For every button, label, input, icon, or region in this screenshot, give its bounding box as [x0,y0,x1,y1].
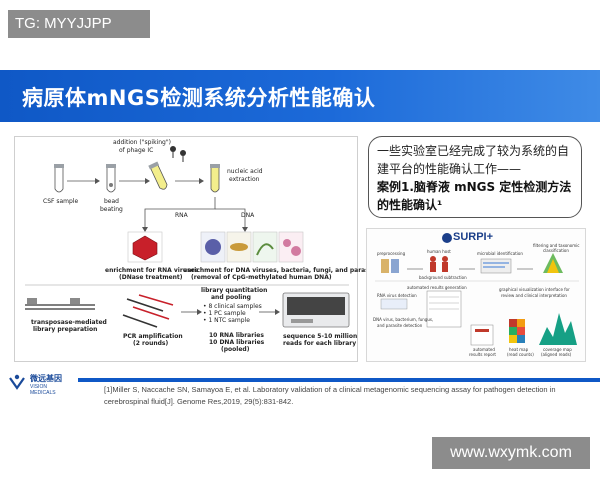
surpi-rna-virus: RNA virus detection [377,293,417,298]
label-bead: bead [104,198,119,205]
bead-tube-icon [106,164,116,193]
surpi-dna-virus: DNA virus, bacterium, fungus, [373,317,434,322]
surpi-coverage-map: coverage map [543,347,572,352]
label-samples-2: • 1 PC sample [203,310,246,317]
rna-detection-icon [380,298,408,310]
callout-line-2: 建平台的性能确认工作—— [377,162,522,176]
label-seq-2: reads for each library [283,340,357,347]
watermark-top: TG: MYYJJPP [8,10,150,38]
dna-branch [215,208,246,227]
surpi-automated-results: automated results generation [407,285,467,290]
surpi-logo-icon [442,233,452,243]
label-samples-3: • 1 NTC sample [203,317,250,324]
label-csf-sample: CSF sample [43,198,79,205]
dna-pathogen-panels [200,231,304,263]
label-libs-3: (pooled) [221,346,250,353]
surpi-classification: classification [543,248,569,253]
label-addition: addition ("spiking") [113,139,171,146]
surpi-background-subtraction: background subtraction [419,275,467,280]
label-rna: RNA [175,212,188,219]
rna-branch [144,197,216,227]
label-transposase-2: library preparation [33,326,98,333]
label-dna: DNA [241,212,255,219]
label-libs-1: 10 RNA libraries [209,332,264,339]
surpi-microbial-id: microbial identification [477,251,523,256]
phage-icon [170,146,186,162]
surpi-read-counts: (read counts) [507,352,534,357]
human-host-icon [430,256,448,272]
extraction-tube-icon [210,164,220,193]
callout-line-4: 的性能确认¹ [377,198,443,212]
heat-map-icon [509,319,525,343]
microbial-id-icon [480,258,512,274]
slide-title: 病原体mNGS检测系统分析性能确认 [22,86,376,110]
company-logo-name: 微远基因 [30,374,62,383]
label-library-1: library quantitation [201,287,268,294]
surpi-pipeline-figure: SURPI+ preprocessing human host backgrou… [366,228,586,362]
surpi-automated-report: automated [473,347,495,352]
workflow-diagram: addition ("spiking") of phage IC nucleic… [14,136,381,362]
spiked-tube-icon [148,161,168,190]
reference-citation: [1]Miller S, Naccache SN, Samayoa E, et … [104,385,556,406]
label-enrich-dna-1: enrichment for DNA viruses, bacteria, fu… [183,267,382,274]
preprocessing-icon [381,259,399,273]
callout-line-1: 一些实验室已经完成了较为系统的自 [377,144,570,158]
pcr-strands-icon [122,294,174,328]
label-nucleic-acid: nucleic acid [227,168,263,175]
csf-tube-icon [54,164,64,193]
callout-box: 一些实验室已经完成了较为系统的自 建平台的性能确认工作—— 案例1.脑脊液 mN… [368,136,582,218]
surpi-graphical: graphical visualization interface for [499,287,570,292]
surpi-graphics [375,233,579,346]
footer-rule [78,378,600,382]
rna-virus-icon [132,235,158,261]
surpi-preprocessing: preprocessing [377,251,406,256]
label-pcr-1: PCR amplification [123,333,183,340]
callout-line-3: 案例1.脑脊液 mNGS 定性检测方法 [377,180,572,194]
label-pcr-2: (2 rounds) [133,340,169,347]
report-icon [470,324,494,346]
surpi-filtering: filtering and taxonomic [533,243,580,248]
label-of-phage: of phage IC [119,147,154,154]
label-enrich-dna-2: (removal of CpG-methylated human DNA) [191,274,332,281]
coverage-map-icon [539,313,577,345]
sequencer-icon [282,292,350,328]
surpi-results-report: results report [469,352,496,357]
results-table-icon [426,290,462,328]
taxonomy-tree-icon [543,253,563,273]
slide-title-banner: 病原体mNGS检测系统分析性能确认 [0,70,600,122]
company-logo-icon [9,374,25,390]
label-extraction: extraction [229,176,260,183]
workflow-graphics [25,146,350,328]
surpi-human-host: human host [427,249,451,254]
company-logo: 微远基因 VISION MEDICALS [8,372,68,396]
surpi-aligned-reads: (aligned reads) [541,352,572,357]
surpi-heat-map: heat map [509,347,529,352]
label-library-2: and pooling [211,294,251,301]
surpi-parasite: and parasite detection [377,323,423,328]
label-enrich-rna-1: enrichment for RNA viruses [105,267,199,274]
label-enrich-rna-2: (DNase treatment) [119,274,183,281]
label-libs-2: 10 DNA libraries [209,339,265,346]
surpi-review: review and clinical interpretation [501,293,567,298]
company-logo-sub: VISION MEDICALS [30,384,56,396]
watermark-bottom: www.wxymk.com [432,437,590,469]
label-samples-1: • 8 clinical samples [203,303,262,310]
transposase-icon [25,298,95,310]
surpi-logo: SURPI+ [453,231,494,243]
label-beating: beating [100,206,123,213]
label-transposase-1: transposase-mediated [31,319,107,326]
label-seq-1: sequence 5-10 million [283,333,358,340]
